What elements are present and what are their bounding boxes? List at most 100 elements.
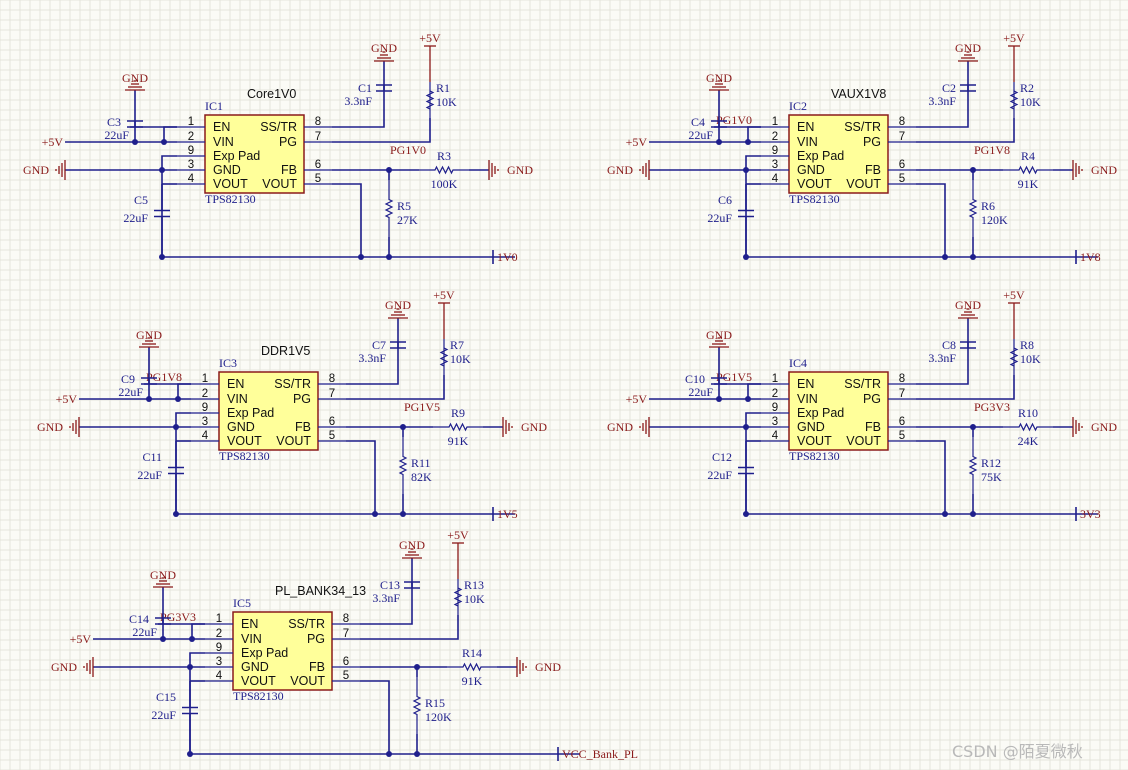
ic-ref: IC1 bbox=[205, 99, 223, 113]
wire bbox=[747, 126, 761, 142]
pin-name: FB bbox=[281, 163, 297, 177]
resistor bbox=[439, 339, 449, 375]
fb-top-value: 100K bbox=[431, 177, 458, 191]
resistor bbox=[453, 579, 463, 615]
pin-number: 1 bbox=[188, 116, 194, 128]
supply-label: +5V bbox=[42, 135, 64, 149]
gnd-label: GND bbox=[706, 328, 732, 342]
fb-top-value: 91K bbox=[448, 434, 469, 448]
pin-name: GND bbox=[241, 660, 269, 674]
ic-ref: IC4 bbox=[789, 356, 807, 370]
ss-cap-value: 3.3nF bbox=[344, 94, 372, 108]
ic-ref: IC2 bbox=[789, 99, 807, 113]
ic-body bbox=[218, 371, 319, 451]
in-cap-value: 22uF bbox=[688, 385, 713, 399]
ss-cap-ref: C7 bbox=[372, 338, 386, 352]
supply-label: +5V bbox=[433, 288, 455, 302]
resistor bbox=[425, 82, 435, 118]
pin-name: Exp Pad bbox=[213, 149, 260, 163]
pin-name: GND bbox=[213, 163, 241, 177]
wire bbox=[747, 383, 761, 399]
ic-body bbox=[204, 114, 305, 194]
pg-res-ref: R2 bbox=[1020, 81, 1034, 95]
pg-res-value: 10K bbox=[450, 352, 471, 366]
pin-number: 6 bbox=[343, 656, 349, 668]
gnd-label: GND bbox=[122, 71, 148, 85]
resistor bbox=[419, 165, 469, 175]
pin-number: 3 bbox=[772, 159, 778, 171]
wire bbox=[916, 375, 1015, 400]
vout-net-label: 3V3 bbox=[1080, 507, 1101, 521]
block-name: PL_BANK34_13 bbox=[275, 584, 366, 598]
ss-cap-value: 3.3nF bbox=[358, 351, 386, 365]
fb-bot-value: 75K bbox=[981, 470, 1002, 484]
wire bbox=[191, 623, 205, 639]
in-cap-value: 22uF bbox=[688, 128, 713, 142]
pin-name: Exp Pad bbox=[227, 406, 274, 420]
pin-name: VOUT bbox=[276, 434, 311, 448]
pin-name: EN bbox=[227, 377, 244, 391]
ss-cap-ref: C8 bbox=[942, 338, 956, 352]
pin-number: 3 bbox=[202, 416, 208, 428]
fb-top-value: 91K bbox=[462, 674, 483, 688]
ss-cap-value: 3.3nF bbox=[372, 591, 400, 605]
fb-top-value: 91K bbox=[1018, 177, 1039, 191]
pin-number: 8 bbox=[343, 613, 349, 625]
gnd-label: GND bbox=[955, 41, 981, 55]
pin-name: Exp Pad bbox=[797, 406, 844, 420]
gnd-label: GND bbox=[136, 328, 162, 342]
pin-name: VIN bbox=[797, 392, 818, 406]
block-name: VAUX1V8 bbox=[831, 87, 886, 101]
pin-number: 4 bbox=[188, 173, 195, 185]
wire bbox=[745, 155, 761, 170]
pin-name: SS/TR bbox=[274, 377, 311, 391]
gnd-label: GND bbox=[535, 660, 561, 674]
out-cap-ref: C6 bbox=[718, 193, 732, 207]
fb-top-value: 24K bbox=[1018, 434, 1039, 448]
resistor bbox=[1009, 82, 1019, 118]
in-cap-value: 22uF bbox=[132, 625, 157, 639]
resistor bbox=[1003, 422, 1053, 432]
pin-name: FB bbox=[295, 420, 311, 434]
wire bbox=[163, 126, 177, 142]
supply-label: +5V bbox=[56, 392, 78, 406]
resistor bbox=[384, 180, 394, 237]
pin-number: 6 bbox=[899, 416, 905, 428]
en-net-label: PG1V8 bbox=[146, 370, 182, 384]
gnd-label: GND bbox=[507, 163, 533, 177]
pin-name: PG bbox=[863, 135, 881, 149]
out-cap-ref: C11 bbox=[142, 450, 162, 464]
wire bbox=[332, 107, 385, 128]
vout-net-label: 1V5 bbox=[497, 507, 518, 521]
gnd-label: GND bbox=[607, 163, 633, 177]
wire bbox=[332, 118, 431, 143]
pin-name: Exp Pad bbox=[241, 646, 288, 660]
pin-name: EN bbox=[241, 617, 258, 631]
block-name: Core1V0 bbox=[247, 87, 296, 101]
pg-net-label: PG1V5 bbox=[404, 400, 440, 414]
ic-body bbox=[788, 114, 889, 194]
gnd-label: GND bbox=[607, 420, 633, 434]
resistor bbox=[1009, 339, 1019, 375]
gnd-label: GND bbox=[521, 420, 547, 434]
out-cap-ref: C12 bbox=[712, 450, 732, 464]
wire bbox=[346, 440, 376, 514]
pin-name: PG bbox=[307, 632, 325, 646]
pin-number: 7 bbox=[329, 388, 335, 400]
block-name: DDR1V5 bbox=[261, 344, 310, 358]
pin-name: VIN bbox=[241, 632, 262, 646]
pin-name: VOUT bbox=[213, 177, 248, 191]
fb-top-ref: R4 bbox=[1021, 149, 1035, 163]
ic-body bbox=[232, 611, 333, 691]
vout-net-label: 1V8 bbox=[1080, 250, 1101, 264]
pin-name: GND bbox=[227, 420, 255, 434]
pin-number: 9 bbox=[202, 402, 208, 414]
pg-res-ref: R1 bbox=[436, 81, 450, 95]
pg-res-ref: R8 bbox=[1020, 338, 1034, 352]
gnd-label: GND bbox=[150, 568, 176, 582]
fb-bot-ref: R11 bbox=[411, 456, 431, 470]
en-net-label: PG1V0 bbox=[716, 113, 752, 127]
